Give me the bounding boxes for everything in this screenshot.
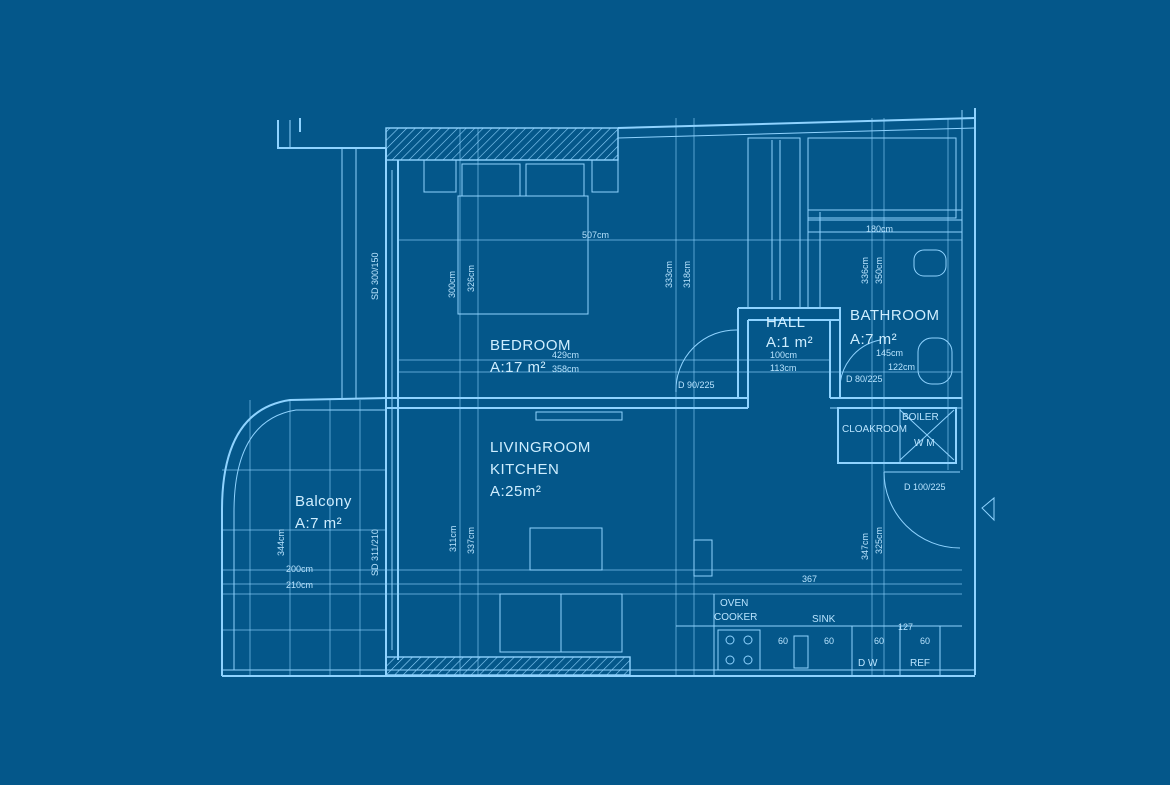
bedroom-label: BEDROOM bbox=[490, 337, 571, 354]
dim-145: 145cm bbox=[876, 348, 903, 358]
dim-336: 336cm bbox=[860, 257, 870, 284]
dim-122: 122cm bbox=[888, 362, 915, 372]
dim-60-a: 60 bbox=[778, 636, 788, 646]
kitchen-label: KITCHEN bbox=[490, 461, 559, 478]
kitchen-counter bbox=[676, 539, 962, 676]
bathroom-label: BATHROOM bbox=[850, 307, 940, 324]
livingroom-area: A:25m² bbox=[490, 483, 541, 500]
bottom-wall-hatched bbox=[385, 656, 631, 676]
boiler-label: BOILER bbox=[902, 412, 939, 423]
dim-326: 326cm bbox=[466, 265, 476, 292]
bathroom-fixtures bbox=[913, 249, 953, 385]
dim-350: 350cm bbox=[874, 257, 884, 284]
dim-60-c: 60 bbox=[874, 636, 884, 646]
sink-label: SINK bbox=[812, 614, 836, 625]
dim-429: 429cm bbox=[552, 350, 579, 360]
bedroom-area: A:17 m² bbox=[490, 359, 546, 376]
living-furniture bbox=[499, 411, 623, 653]
dim-358: 358cm bbox=[552, 364, 579, 374]
dw-label: D W bbox=[858, 658, 878, 669]
door-label-1: D 90/225 bbox=[678, 380, 715, 390]
dim-311: 311cm bbox=[448, 526, 458, 552]
hall-area: A:1 m² bbox=[766, 334, 813, 351]
dim-347: 347cm bbox=[860, 533, 870, 560]
dim-325: 325cm bbox=[874, 527, 884, 554]
interior-walls bbox=[222, 118, 962, 676]
doors bbox=[675, 329, 995, 549]
hall-label: HALL bbox=[766, 314, 806, 331]
dim-60-b: 60 bbox=[824, 636, 834, 646]
cloakroom-label: CLOAKROOM bbox=[842, 424, 907, 435]
dim-337: 337cm bbox=[466, 527, 476, 554]
bed bbox=[423, 159, 619, 315]
door-label-3: D 100/225 bbox=[904, 482, 946, 492]
dim-367: 367 bbox=[802, 574, 817, 584]
dim-300: 300cm bbox=[447, 271, 457, 298]
top-wall-hatched bbox=[385, 127, 619, 161]
dim-210: 210cm bbox=[286, 580, 313, 590]
outer-walls bbox=[222, 108, 976, 677]
dim-113: 113cm bbox=[770, 363, 796, 373]
dim-60-d: 60 bbox=[920, 636, 930, 646]
door-label-2: D 80/225 bbox=[846, 374, 883, 384]
oven-label: OVEN bbox=[720, 598, 748, 609]
livingroom-label: LIVINGROOM bbox=[490, 439, 591, 456]
dim-318: 318cm bbox=[682, 261, 692, 288]
dim-127: 127 bbox=[898, 622, 913, 632]
ref-label: REF bbox=[910, 658, 930, 669]
dim-507: 507cm bbox=[582, 230, 609, 240]
dim-200: 200cm bbox=[286, 564, 313, 574]
dim-333: 333cm bbox=[664, 261, 674, 288]
bathroom-area: A:7 m² bbox=[850, 331, 897, 348]
balcony-area: A:7 m² bbox=[295, 515, 342, 532]
dim-344: 344cm bbox=[276, 529, 286, 556]
dim-180: 180cm bbox=[866, 224, 893, 234]
dim-100: 100cm bbox=[770, 350, 797, 360]
cooker-label: COOKER bbox=[714, 612, 757, 623]
balcony-label: Balcony bbox=[295, 493, 352, 510]
wm-label: W M bbox=[914, 438, 935, 449]
sliding-door-label-1: SD 300/150 bbox=[370, 252, 380, 300]
sliding-door-label-2: SD 311/210 bbox=[370, 529, 380, 576]
balcony bbox=[221, 397, 387, 676]
